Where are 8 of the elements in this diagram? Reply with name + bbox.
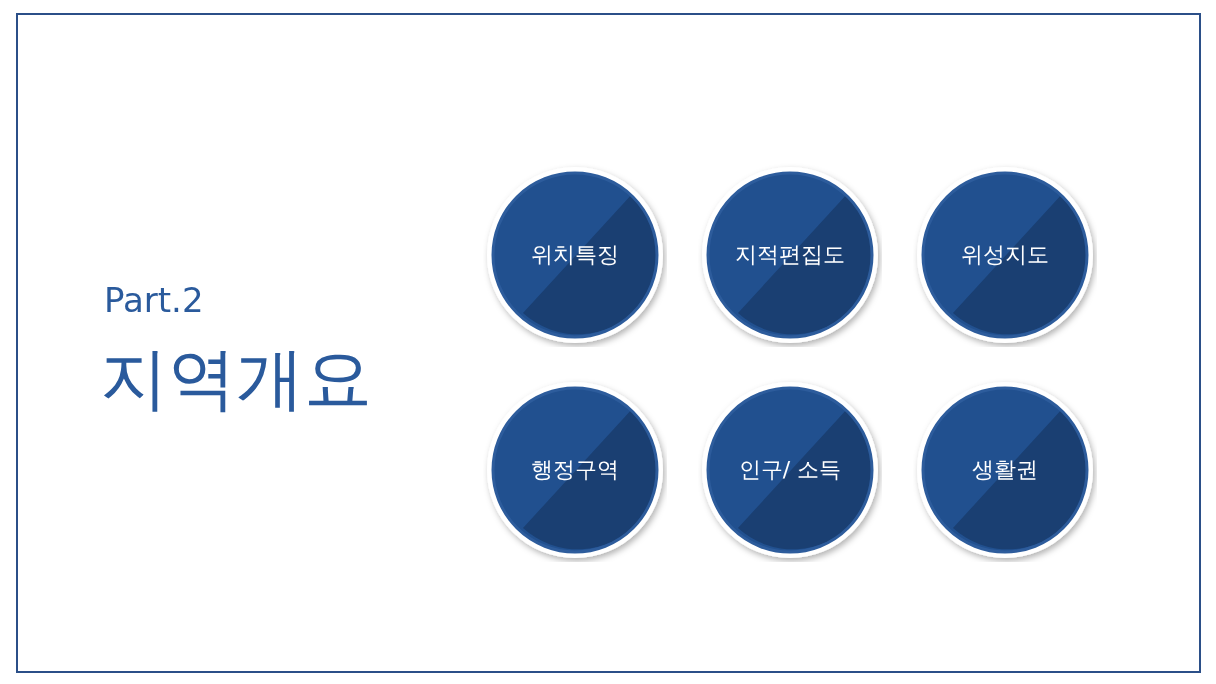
node-label: 지적편집도 <box>734 241 846 269</box>
node-label: 인구/ 소득 <box>737 456 843 484</box>
node-label: 생활권 <box>971 456 1039 484</box>
node-label: 행정구역 <box>530 456 620 484</box>
node-label: 위성지도 <box>960 241 1050 269</box>
part-number: Part.2 <box>104 280 204 320</box>
section-title: 지역개요 <box>100 338 372 420</box>
node-label: 위치특징 <box>530 241 620 269</box>
